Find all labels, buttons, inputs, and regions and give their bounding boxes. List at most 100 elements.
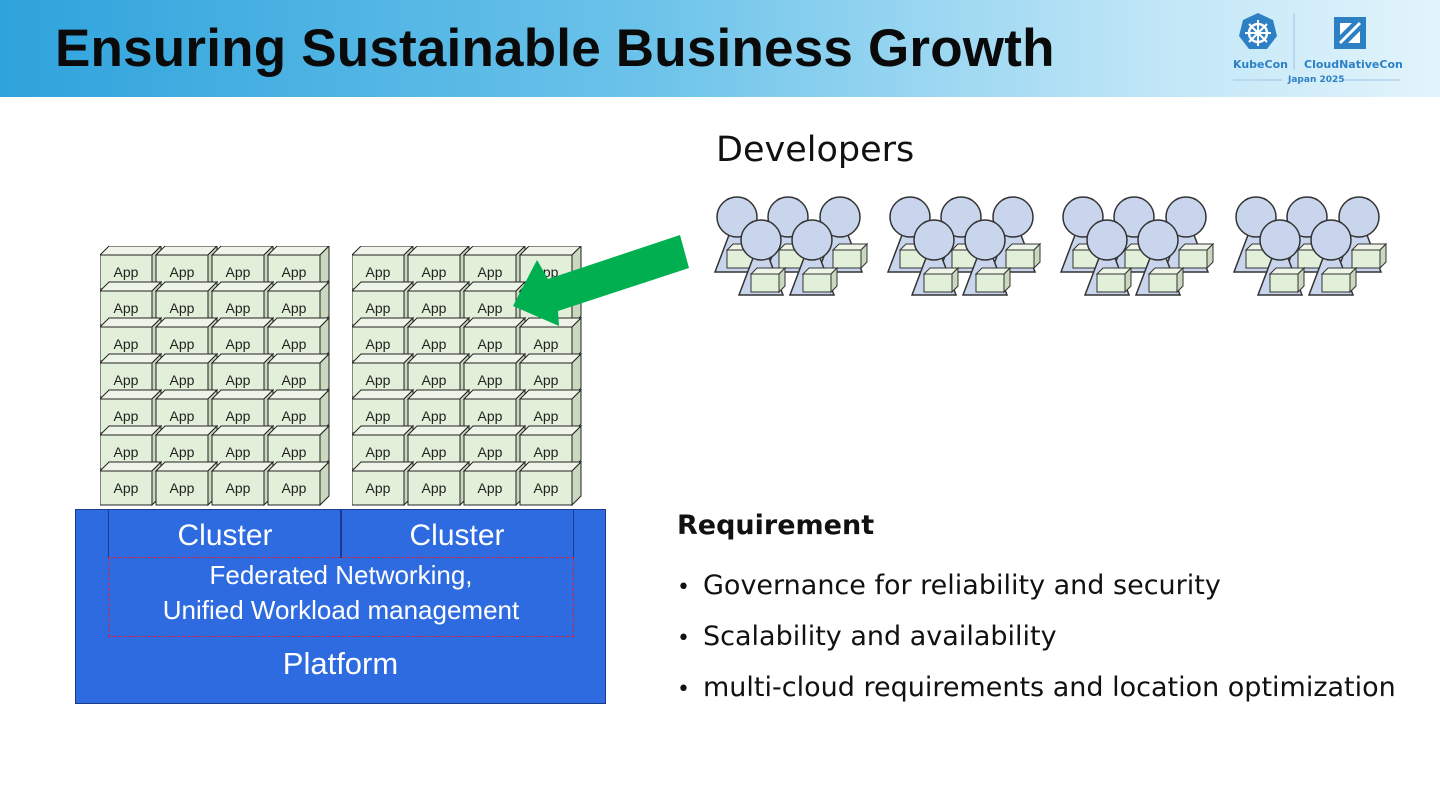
app-label: App	[170, 264, 195, 280]
app-label: App	[282, 444, 307, 460]
app-label: App	[366, 480, 391, 496]
deploy-arrow	[513, 235, 689, 326]
app-label: App	[534, 444, 559, 460]
requirement-text: Scalability and availability	[703, 621, 1057, 652]
app-label: App	[114, 372, 139, 388]
app-label: App	[114, 336, 139, 352]
app-label: App	[478, 264, 503, 280]
app-label: App	[226, 408, 251, 424]
app-box: App	[352, 316, 415, 363]
app-box: App	[518, 460, 583, 507]
app-label: App	[282, 372, 307, 388]
app-label: App	[478, 336, 503, 352]
app-box: App	[210, 460, 275, 507]
app-label: App	[226, 300, 251, 316]
app-label: App	[282, 264, 307, 280]
app-box: App	[462, 460, 527, 507]
app-label: App	[170, 444, 195, 460]
cluster-right-label: Cluster	[409, 519, 505, 552]
app-label: App	[366, 444, 391, 460]
app-label: App	[422, 264, 447, 280]
app-box: App	[154, 460, 219, 507]
developer-groups	[710, 190, 1400, 300]
app-label: App	[170, 372, 195, 388]
app-label: App	[422, 408, 447, 424]
cloudnativecon-brand: CloudNativeCon	[1304, 58, 1403, 71]
bullet-icon: •	[677, 575, 690, 600]
app-label: App	[226, 480, 251, 496]
app-label: App	[282, 300, 307, 316]
app-label: App	[114, 408, 139, 424]
kubecon-logo: KubeCon CloudNativeCon Japan 2025	[1228, 10, 1406, 90]
app-box: App	[154, 316, 219, 363]
app-box: App	[352, 460, 415, 507]
cluster-left: Cluster	[108, 509, 342, 558]
app-label: App	[114, 300, 139, 316]
app-box: App	[100, 460, 163, 507]
app-label: App	[422, 300, 447, 316]
app-label: App	[422, 372, 447, 388]
app-label: App	[422, 336, 447, 352]
federation-box: Federated Networking, Unified Workload m…	[108, 557, 574, 637]
slide-title: Ensuring Sustainable Business Growth	[55, 19, 1055, 78]
app-label: App	[478, 480, 503, 496]
requirement-text: Governance for reliability and security	[703, 570, 1221, 601]
requirement-item: • Governance for reliability and security	[677, 570, 1396, 621]
app-box: App	[266, 460, 331, 507]
cluster-left-label: Cluster	[177, 519, 273, 552]
app-label: App	[366, 372, 391, 388]
requirement-text: multi-cloud requirements and location op…	[703, 672, 1396, 703]
developers-graphic	[713, 196, 1388, 296]
app-label: App	[366, 300, 391, 316]
app-label: App	[226, 444, 251, 460]
app-label: App	[226, 264, 251, 280]
app-label: App	[114, 480, 139, 496]
kubecon-logo-graphic	[1233, 13, 1400, 81]
app-label: App	[534, 408, 559, 424]
app-label: App	[366, 336, 391, 352]
kubecon-brand: KubeCon	[1233, 58, 1288, 71]
bullet-icon: •	[677, 677, 690, 702]
app-label: App	[422, 480, 447, 496]
app-label: App	[478, 372, 503, 388]
cluster-right: Cluster	[340, 509, 574, 558]
app-label: App	[478, 444, 503, 460]
app-label: App	[282, 408, 307, 424]
app-label: App	[282, 336, 307, 352]
app-label: App	[170, 480, 195, 496]
app-label: App	[114, 264, 139, 280]
requirement-heading: Requirement	[677, 510, 875, 541]
app-label: App	[478, 408, 503, 424]
developer-group	[1059, 196, 1215, 296]
developer-group	[1232, 196, 1388, 296]
requirement-item: • multi-cloud requirements and location o…	[677, 672, 1396, 723]
federation-line-2: Unified Workload management	[162, 595, 520, 625]
app-label: App	[478, 300, 503, 316]
app-label: App	[170, 408, 195, 424]
app-label: App	[282, 480, 307, 496]
app-label: App	[534, 336, 559, 352]
developers-label: Developers	[716, 130, 915, 170]
app-label: App	[170, 300, 195, 316]
app-label: App	[114, 444, 139, 460]
app-box: App	[266, 352, 331, 399]
app-label: App	[226, 372, 251, 388]
app-label: App	[534, 480, 559, 496]
developer-group	[713, 196, 869, 296]
bullet-icon: •	[677, 626, 690, 651]
app-label: App	[366, 408, 391, 424]
app-label: App	[534, 372, 559, 388]
developer-group	[886, 196, 1042, 296]
requirement-list: • Governance for reliability and security…	[677, 570, 1396, 723]
platform-label: Platform	[282, 646, 399, 681]
app-label: App	[422, 444, 447, 460]
app-label: App	[366, 264, 391, 280]
requirement-item: • Scalability and availability	[677, 621, 1396, 672]
federation-line-1: Federated Networking,	[209, 560, 473, 590]
header-bar: Ensuring Sustainable Business Growth Kub…	[0, 0, 1440, 97]
app-label: App	[226, 336, 251, 352]
